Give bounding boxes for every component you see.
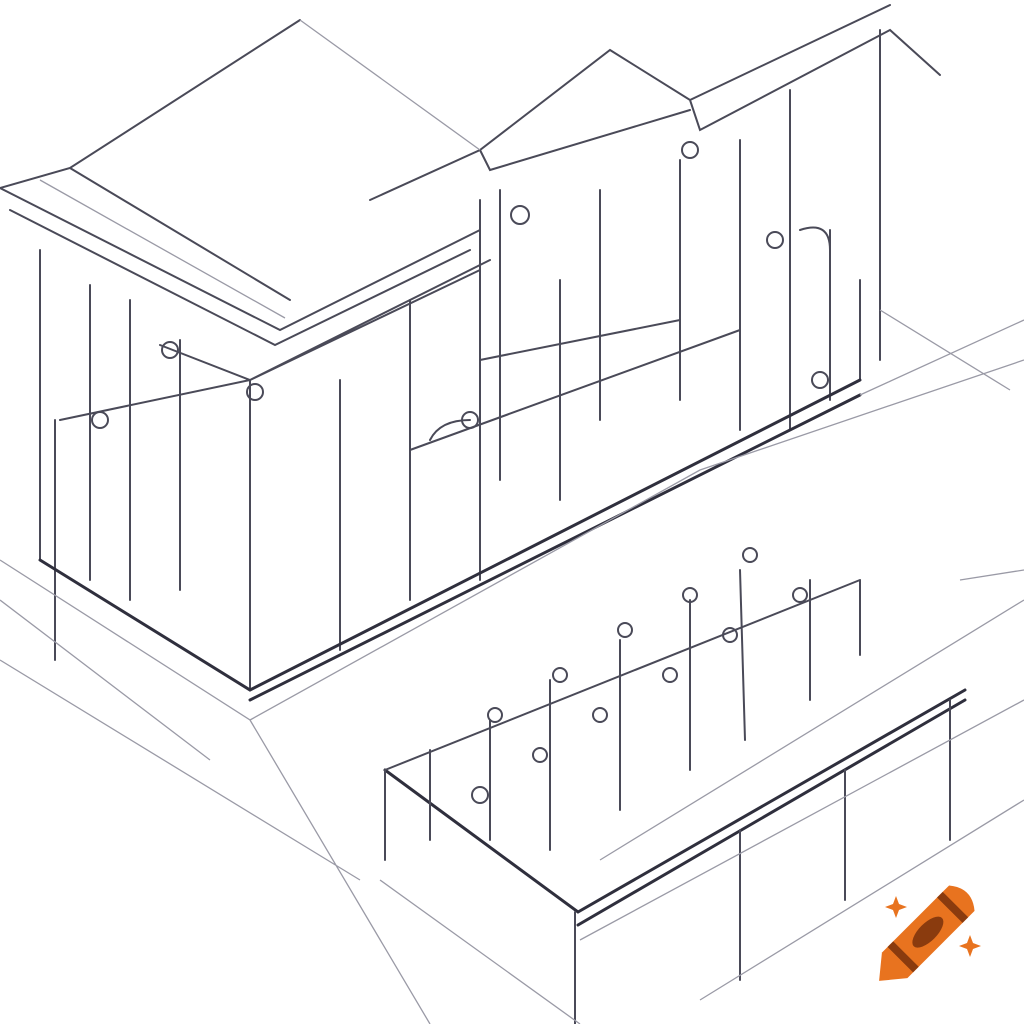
lower-platform [383,547,967,1024]
upper-floor-walls [38,29,881,702]
sparkle-icon [885,896,907,918]
roof [0,4,941,347]
ground-lines [0,309,1024,1024]
sparkle-icon [959,935,981,957]
